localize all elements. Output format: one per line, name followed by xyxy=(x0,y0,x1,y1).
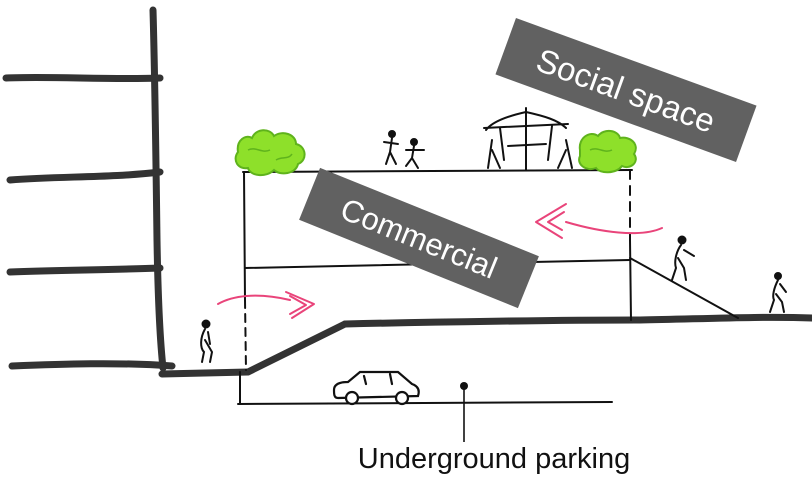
ramp-up xyxy=(244,320,349,376)
commercial-label-box xyxy=(299,167,539,309)
tower-floor-3 xyxy=(6,264,164,276)
outdoor-stair xyxy=(629,257,739,319)
pedestrian-icon xyxy=(769,272,787,313)
right-wall xyxy=(629,239,632,321)
tower-building xyxy=(2,6,176,372)
left-wall-dashed xyxy=(244,299,247,371)
tree-icon xyxy=(234,129,306,176)
commercial-label: Commercial xyxy=(299,167,539,309)
tree-icon xyxy=(578,130,637,174)
underground-parking-caption: Underground parking xyxy=(358,443,630,475)
car-icon xyxy=(332,370,420,406)
parking-floor xyxy=(237,401,613,405)
social-space-label-box xyxy=(495,18,757,162)
lower-plaza xyxy=(158,368,252,378)
main-ground xyxy=(341,313,812,328)
tower-floor-1 xyxy=(2,73,164,83)
pedestrian-icon xyxy=(200,319,214,363)
tower-core-line xyxy=(149,6,167,372)
left-wall xyxy=(243,171,246,301)
flow-arrow-icon xyxy=(217,203,663,319)
pergola-table-icon xyxy=(483,107,573,171)
parking-pointer xyxy=(460,382,468,442)
roof-line xyxy=(242,169,633,173)
people-icon xyxy=(383,130,425,169)
pedestrian-icon xyxy=(671,235,695,281)
building-frame xyxy=(237,169,739,405)
ground-lines xyxy=(158,313,812,378)
tower-floor-4 xyxy=(8,360,176,370)
tower-floor-2 xyxy=(6,168,164,184)
